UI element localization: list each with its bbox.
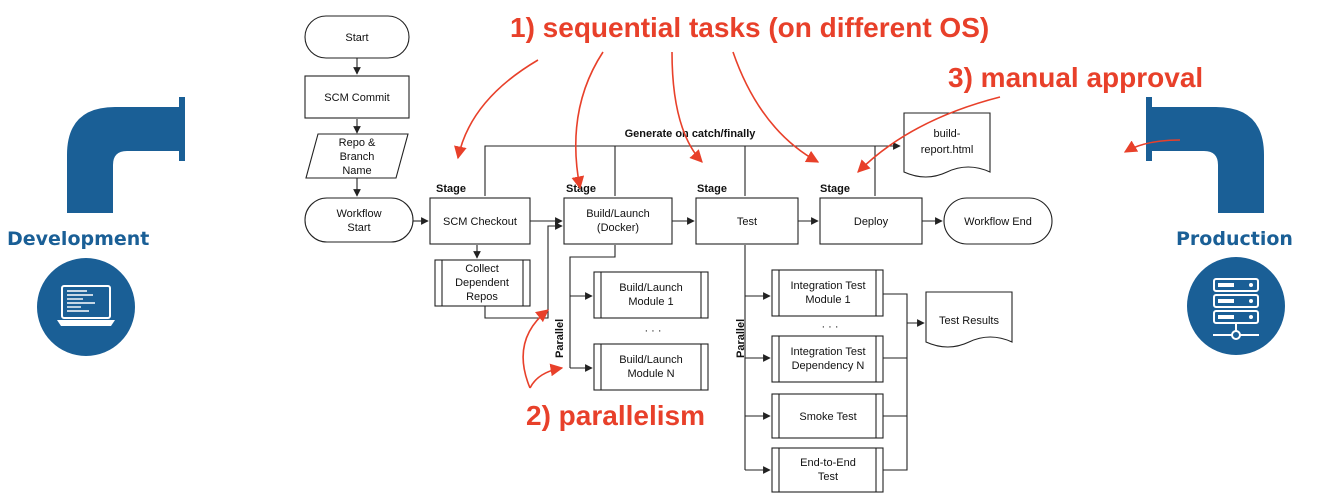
report-label-2: report.html [921, 144, 974, 156]
build-launch-node [563, 197, 673, 245]
scm-checkout-label: SCM Checkout [443, 216, 517, 228]
collect-label-2: Dependent [455, 277, 509, 289]
scm-checkout-node [429, 197, 531, 245]
build-module-n-node [593, 343, 709, 391]
modn-label-2: Module N [627, 368, 674, 380]
mod1-label-2: Module 1 [628, 296, 673, 308]
e2e-label-2: Test [818, 471, 838, 483]
workflow-end-node [943, 197, 1053, 245]
stage-label: Stage [436, 183, 466, 195]
prod-pipe-icon [1146, 97, 1264, 213]
test-ellipsis: · · · [821, 321, 838, 333]
build-module-1-node [593, 271, 709, 319]
annotation-approval: 3) manual approval [948, 62, 1204, 93]
repo-branch-node [305, 133, 409, 179]
deploy-label: Deploy [854, 216, 889, 228]
build-parallel-label: Parallel [554, 319, 566, 358]
e2e-label-1: End-to-End [800, 457, 856, 469]
e2e-test-node [771, 447, 884, 493]
itn-label-1: Integration Test [790, 346, 865, 358]
test-results-doc [925, 291, 1013, 348]
annotation-parallelism: 2) parallelism [526, 400, 705, 431]
build-label-1: Build/Launch [586, 208, 650, 220]
modn-label-1: Build/Launch [619, 354, 683, 366]
build-label-2: (Docker) [597, 222, 639, 234]
workflow-end-label: Workflow End [964, 216, 1032, 228]
mod1-label-1: Build/Launch [619, 282, 683, 294]
report-label-1: build- [934, 128, 961, 140]
it1-label-1: Integration Test [790, 280, 865, 292]
stage-label: Stage [820, 183, 850, 195]
stage-label: Stage [566, 183, 596, 195]
connectors [353, 58, 943, 474]
workflow-start-node [304, 197, 414, 243]
repo-label-3: Name [342, 165, 371, 177]
smoke-test-node [771, 393, 884, 439]
smoke-label: Smoke Test [799, 411, 856, 423]
development-label: Development [7, 228, 150, 250]
scm-commit-label: SCM Commit [324, 92, 389, 104]
annotation-sequential: 1) sequential tasks (on different OS) [510, 12, 990, 43]
annotation-arrows [454, 51, 1181, 389]
build-ellipsis: · · · [644, 325, 661, 337]
build-report-doc [903, 112, 991, 178]
itn-label-2: Dependency N [792, 360, 865, 372]
test-parallel-label: Parallel [735, 319, 747, 358]
it1-label-2: Module 1 [805, 294, 850, 306]
integration-test-n-node [771, 335, 884, 383]
test-node [695, 197, 799, 245]
collect-label-1: Collect [465, 263, 499, 275]
server-icon [1187, 257, 1285, 355]
integration-test-1-node [771, 269, 884, 317]
dev-pipe-icon [67, 97, 185, 213]
deploy-node [819, 197, 923, 245]
start-label: Start [345, 32, 368, 44]
start-node [304, 15, 410, 59]
collect-label-3: Repos [466, 291, 498, 303]
stage-label: Stage [697, 183, 727, 195]
generate-label: Generate on catch/finally [625, 128, 757, 140]
collect-repos-node [434, 259, 531, 307]
results-label: Test Results [939, 315, 999, 327]
test-label: Test [737, 216, 757, 228]
scm-commit-node [304, 75, 410, 119]
workflow-start-label-1: Workflow [336, 208, 381, 220]
repo-label-1: Repo & [339, 137, 376, 149]
laptop-icon [37, 258, 135, 356]
workflow-start-label-2: Start [347, 222, 370, 234]
production-label: Production [1176, 228, 1293, 250]
repo-label-2: Branch [340, 151, 375, 163]
